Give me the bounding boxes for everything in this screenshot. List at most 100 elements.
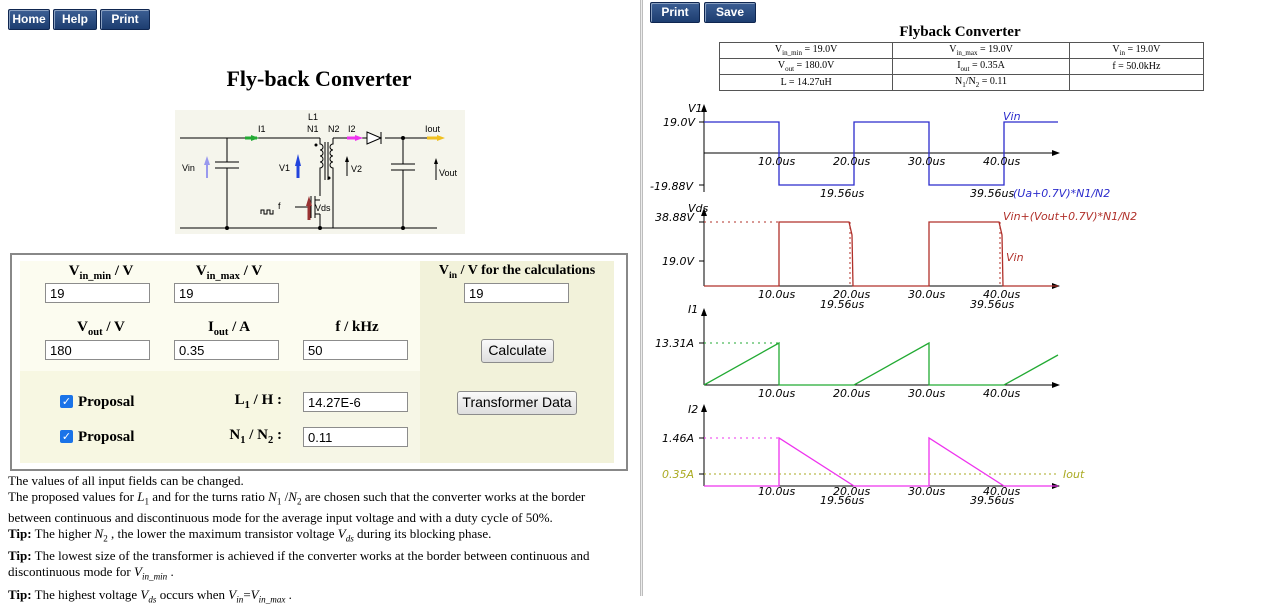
- table-row: Vin_min = 19.0V Vin_max = 19.0V Vin = 19…: [718, 42, 1205, 59]
- time-tick: 30.0us: [908, 288, 945, 301]
- print-button-left[interactable]: Print: [100, 9, 150, 30]
- schematic-label-n2: N2: [328, 124, 340, 134]
- home-button[interactable]: Home: [8, 9, 50, 30]
- table-cell: Vout = 180.0V: [718, 58, 894, 75]
- schematic-label-v1: V1: [279, 163, 290, 173]
- proposal-l1-checkbox[interactable]: ✓: [60, 395, 73, 408]
- i1-axis-label: I1: [688, 303, 698, 316]
- help-button[interactable]: Help: [53, 9, 97, 30]
- proposal-n-checkbox[interactable]: ✓: [60, 430, 73, 443]
- time-tick: 20.0us: [833, 288, 870, 301]
- frequency-field[interactable]: [303, 340, 408, 360]
- schematic-label-iout: Iout: [425, 124, 441, 134]
- vds-axis-label: Vds: [688, 202, 709, 215]
- table-cell: L = 14.27uH: [718, 74, 894, 91]
- time-tick: 40.0us: [983, 387, 1020, 400]
- turns-ratio-label: N1 / N2 :: [229, 427, 282, 446]
- input-form: Vin_min / V Vin_max / V Vin / V for the …: [10, 253, 628, 471]
- proposal-l1-label: Proposal: [78, 394, 135, 410]
- time-tick: 20.0us: [833, 387, 870, 400]
- time-mark: 19.56us: [820, 187, 864, 200]
- time-tick: 20.0us: [833, 485, 870, 498]
- schematic-label-i2: I2: [348, 124, 356, 134]
- schematic-label-vout: Vout: [439, 168, 458, 178]
- time-mark: 39.56us: [970, 187, 1014, 200]
- i2-mid-label: 0.35A: [662, 468, 694, 481]
- time-tick: 10.0us: [758, 155, 795, 168]
- vds-legend-vin: Vin: [1006, 251, 1024, 264]
- table-cell: Vin_max = 19.0V: [892, 42, 1070, 59]
- vin-calc-field[interactable]: [464, 283, 569, 303]
- result-title: Flyback Converter: [899, 24, 1021, 40]
- schematic-label-vds: Vds: [315, 203, 331, 213]
- i2-axis-label: I2: [688, 403, 698, 416]
- table-row: Vout = 180.0V Iout = 0.35A f = 50.0kHz: [718, 58, 1205, 75]
- vds-top-label: 38.88V: [655, 211, 695, 224]
- time-tick: 30.0us: [908, 387, 945, 400]
- vin-calc-label: Vin / V for the calculations: [438, 263, 596, 281]
- time-tick: 30.0us: [908, 485, 945, 498]
- turns-ratio-field[interactable]: [303, 427, 408, 447]
- time-tick: 40.0us: [983, 288, 1020, 301]
- table-cell: Vin_min = 19.0V: [718, 42, 894, 59]
- table-cell: f = 50.0kHz: [1068, 58, 1205, 75]
- v1-bottom-label: -19.88V: [650, 180, 694, 193]
- tip-1: Tip: The higher N2 , the lower the maxim…: [8, 525, 492, 544]
- i2-top-label: 1.46A: [662, 432, 694, 445]
- frame-divider[interactable]: [640, 0, 643, 596]
- time-tick: 30.0us: [908, 155, 945, 168]
- vin-max-field[interactable]: [174, 283, 279, 303]
- time-tick: 10.0us: [758, 387, 795, 400]
- v1-axis-label: V1: [688, 102, 703, 115]
- i1-top-label: 13.31A: [655, 337, 694, 350]
- iout-label: Iout / A: [207, 319, 251, 338]
- vin-min-field[interactable]: [45, 283, 150, 303]
- save-button[interactable]: Save: [704, 2, 756, 23]
- time-mark: 19.56us: [820, 298, 864, 311]
- l1-field[interactable]: [303, 392, 408, 412]
- parameter-table: Vin_min = 19.0V Vin_max = 19.0V Vin = 19…: [718, 42, 1205, 91]
- vds-legend-max: Vin+(Vout+0.7V)*N1/N2: [1003, 210, 1137, 223]
- transformer-data-button[interactable]: Transformer Data: [457, 391, 577, 415]
- tip-2: Tip: The lowest size of the transformer …: [8, 548, 590, 582]
- time-tick: 20.0us: [833, 155, 870, 168]
- schematic-label-l1: L1: [308, 112, 318, 122]
- vin-max-label: Vin_max / V: [195, 263, 263, 282]
- proposal-n-label: Proposal: [78, 429, 135, 445]
- time-mark: 39.56us: [970, 494, 1014, 507]
- table-row: L = 14.27uH N1/N2 = 0.11: [718, 74, 1205, 91]
- table-cell: Vin = 19.0V: [1068, 42, 1205, 59]
- iout-field[interactable]: [174, 340, 279, 360]
- i2-legend-iout: Iout: [1063, 468, 1085, 481]
- table-cell: Iout = 0.35A: [892, 58, 1070, 75]
- waveform-plots: V1 19.0V -19.88V 10.0us 20.0us 30.0us 40…: [650, 102, 1137, 507]
- flyback-schematic: L1 N1 N2 I1 I2 Iout Vin V1 V2 Vout Vds f: [175, 110, 465, 234]
- v1-legend-reflected: (Ua+0.7V)*N1/N2: [1013, 187, 1110, 200]
- time-tick: 10.0us: [758, 485, 795, 498]
- info-text: The values of all input fields can be ch…: [8, 473, 623, 607]
- vin-min-label: Vin_min / V: [68, 263, 134, 282]
- table-cell: N1/N2 = 0.11: [892, 74, 1070, 91]
- v1-legend-vin: Vin: [1003, 110, 1021, 123]
- time-tick: 40.0us: [983, 485, 1020, 498]
- i1-plot: I1 13.31A 10.0us 20.0us 30.0us 40.0us: [655, 303, 1060, 400]
- tip-3: Tip: The highest voltage Vds occurs when…: [8, 586, 292, 605]
- i2-plot: I2 1.46A 0.35A Iout 10.0us 20.0us 30.0us…: [662, 403, 1085, 507]
- time-tick: 10.0us: [758, 288, 795, 301]
- schematic-label-v2: V2: [351, 164, 362, 174]
- table-cell: [1068, 74, 1205, 91]
- info-line-2: The proposed values for L1 and for the t…: [8, 489, 586, 525]
- vds-mid-label: 19.0V: [662, 255, 695, 268]
- calculate-button[interactable]: Calculate: [481, 339, 554, 363]
- info-line-1: The values of all input fields can be ch…: [8, 473, 244, 488]
- vout-label: Vout / V: [77, 319, 125, 338]
- v1-top-label: 19.0V: [663, 116, 696, 129]
- vout-field[interactable]: [45, 340, 150, 360]
- v1-plot: V1 19.0V -19.88V 10.0us 20.0us 30.0us 40…: [650, 102, 1110, 200]
- time-mark: 39.56us: [970, 298, 1014, 311]
- schematic-label-f: f: [278, 201, 281, 211]
- page-title: Fly-back Converter: [226, 66, 412, 91]
- vds-plot: Vds 38.88V 19.0V 10.0us 20.0us 30.0us 40…: [655, 202, 1137, 311]
- print-button-right[interactable]: Print: [650, 2, 700, 23]
- l1-label: L1 / H :: [234, 392, 282, 411]
